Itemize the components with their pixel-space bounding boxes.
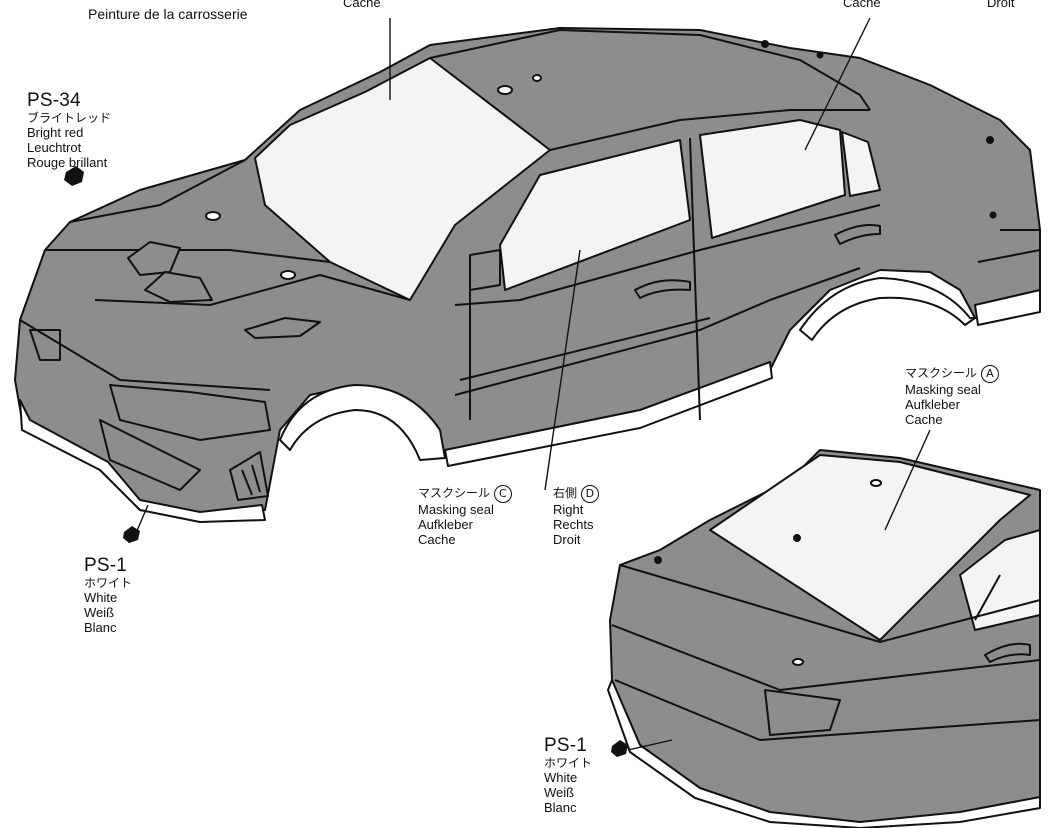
- leader-lines: [132, 17, 931, 751]
- right-d-en: Right: [553, 502, 584, 517]
- cache-left-text: Cache: [343, 0, 381, 10]
- windshield: [254, 57, 551, 301]
- hood-vent-1: [127, 241, 181, 276]
- ps34-code: PS-34: [27, 90, 81, 111]
- right-d-jp: 右側: [553, 486, 578, 500]
- rear-door-handle-inset: [984, 642, 1031, 663]
- ps1-rear-marker-icon: [611, 740, 628, 757]
- front-door-window: [499, 139, 691, 291]
- ps1-rear-label: PS-1 ホワイト White Weiß Blanc: [544, 735, 592, 815]
- mask-c-en: Masking seal: [418, 502, 494, 517]
- mask-c-de: Aufkleber: [418, 516, 473, 532]
- mask-c-badge: C: [493, 485, 512, 503]
- side-mirror: [469, 249, 501, 291]
- droit-right-text: Droit: [987, 0, 1015, 10]
- ps34-jp: ブライトレッド: [27, 110, 112, 125]
- header-fragment: Peinture de la carrosserie: [88, 6, 248, 22]
- right-d-fr: Droit: [553, 531, 581, 547]
- front-bumper-lip: [19, 399, 266, 523]
- mask-a-en: Masking seal: [905, 382, 981, 397]
- mask-c-label: マスクシール C Masking seal Aufkleber Cache: [418, 485, 512, 548]
- hood-scoop: [244, 317, 321, 339]
- rear-view-car: [607, 449, 1041, 828]
- mask-a-fr: Cache: [905, 411, 943, 427]
- ps34-de: Leuchtrot: [27, 139, 82, 155]
- ps1-front-marker-icon: [123, 526, 140, 543]
- right-d-de: Rechts: [553, 516, 594, 532]
- rear-door-window: [699, 119, 846, 239]
- cache-left-label: Cache: [343, 0, 381, 11]
- mask-a-label: マスクシール A Masking seal Aufkleber Cache: [905, 365, 999, 428]
- front-door-handle: [634, 279, 691, 299]
- rear-window: [709, 454, 1031, 641]
- header-fragment-text: Peinture de la carrosserie: [88, 6, 248, 22]
- ps1-rear-de: Weiß: [544, 784, 575, 800]
- ps34-label: PS-34 ブライトレッド Bright red Leuchtrot Rouge…: [27, 90, 111, 170]
- ps1-front-code: PS-1: [84, 555, 128, 576]
- side-skirt-white: [444, 361, 773, 467]
- droit-right-label: Droit: [987, 0, 1014, 11]
- tail-light: [764, 689, 841, 736]
- mask-c-fr: Cache: [418, 531, 456, 547]
- quarter-window: [841, 131, 881, 197]
- mask-c-jp: マスクシール: [418, 486, 491, 500]
- right-d-badge: D: [580, 485, 599, 503]
- rear-door-handle: [834, 224, 881, 245]
- right-d-label: 右側 D Right Rechts Droit: [553, 485, 599, 548]
- ps1-rear-code: PS-1: [544, 735, 588, 756]
- ps1-rear-en: White: [544, 769, 578, 785]
- rear-wheel-arch: [799, 277, 976, 341]
- ps1-rear-jp: ホワイト: [544, 755, 593, 770]
- front-wheel-arch: [279, 384, 446, 461]
- hood-vent-2: [144, 271, 213, 303]
- ps1-rear-fr: Blanc: [544, 799, 577, 815]
- cache-right-label: Cache: [843, 0, 881, 11]
- paint-markers: [64, 166, 628, 757]
- ps34-fr: Rouge brillant: [27, 154, 108, 170]
- cache-right-text: Cache: [843, 0, 881, 10]
- ps1-front-en: White: [84, 589, 118, 605]
- mask-a-badge: A: [980, 365, 999, 383]
- ps1-front-fr: Blanc: [84, 619, 117, 635]
- rear-lower-trim: [974, 289, 1041, 326]
- ps1-front-de: Weiß: [84, 604, 115, 620]
- ps1-front-label: PS-1 ホワイト White Weiß Blanc: [84, 555, 132, 635]
- ps1-front-jp: ホワイト: [84, 575, 133, 590]
- rear-bumper-trim: [607, 679, 1041, 828]
- ps34-marker-icon: [64, 166, 84, 186]
- headlight: [109, 384, 271, 441]
- mask-a-jp: マスクシール: [905, 366, 978, 380]
- main-car-body: [14, 27, 1041, 523]
- ps34-en: Bright red: [27, 124, 84, 140]
- mask-a-de: Aufkleber: [905, 396, 960, 412]
